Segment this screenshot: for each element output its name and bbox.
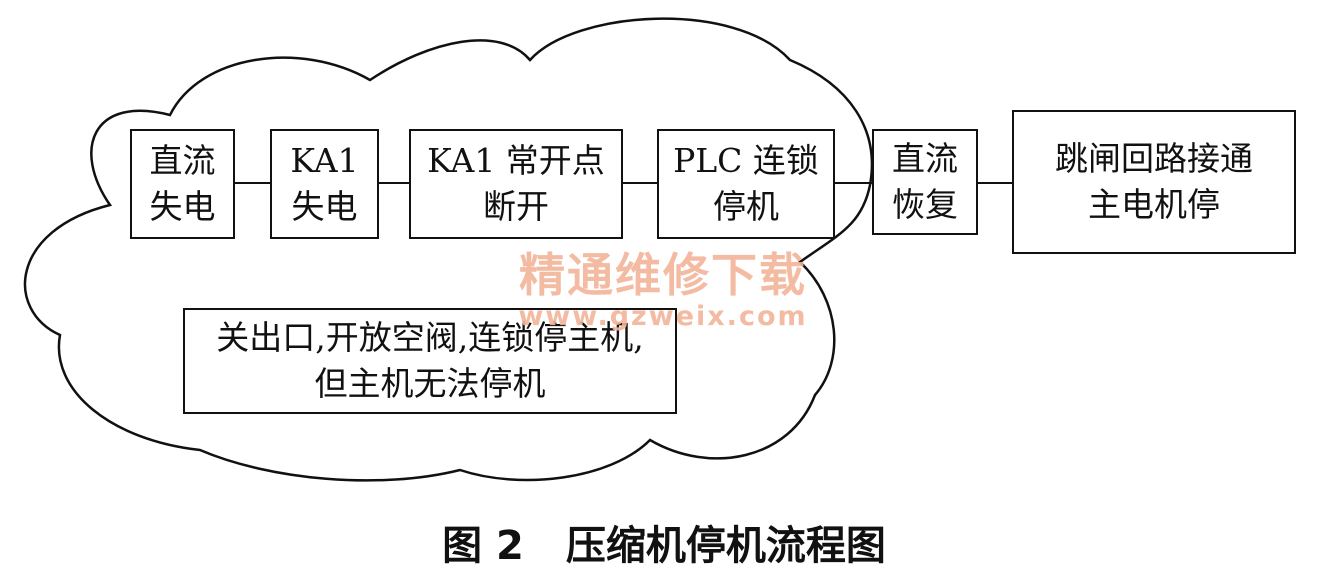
box-trip-circuit-main-motor-stop: 跳闸回路接通 主电机停 (1012, 110, 1296, 254)
cloud-outline (23, 17, 874, 482)
box-dc-recovery-line2: 恢复 (892, 185, 958, 224)
figure-caption: 图 2 压缩机停机流程图 (0, 520, 1328, 572)
box-ka1-power-loss-line2: 失电 (291, 187, 358, 226)
box-plc-interlock-stop-line1: PLC 连锁 (673, 141, 819, 180)
box-trip-circuit-line1: 跳闸回路接通 (1055, 139, 1253, 178)
figure-title: 压缩机停机流程图 (565, 523, 886, 569)
figure-number: 图 2 (442, 523, 524, 569)
box-ka1-contact-open-line1: KA1 常开点 (427, 141, 605, 180)
box-plc-interlock-stop-line2: 停机 (713, 187, 779, 226)
box-ka1-power-loss: KA1 失电 (270, 129, 379, 239)
box-trip-circuit-line2: 主电机停 (1088, 185, 1220, 224)
box-ka1-contact-open-line2: 断开 (483, 187, 549, 226)
box-plc-interlock-stop: PLC 连锁 停机 (657, 129, 835, 239)
note-line1: 关出口,开放空阀,连锁停主机, (216, 318, 644, 357)
box-dc-power-loss: 直流 失电 (130, 129, 235, 239)
box-ka1-power-loss-line1: KA1 (290, 141, 359, 180)
note-line2: 但主机无法停机 (314, 364, 546, 403)
box-dc-power-loss-line2: 失电 (149, 187, 216, 226)
box-dc-power-loss-line1: 直流 (149, 141, 216, 180)
box-ka1-contact-open: KA1 常开点 断开 (409, 129, 623, 239)
note-box: 关出口,开放空阀,连锁停主机, 但主机无法停机 (183, 308, 677, 414)
box-dc-recovery-line1: 直流 (892, 139, 958, 178)
box-dc-recovery: 直流 恢复 (872, 129, 978, 235)
